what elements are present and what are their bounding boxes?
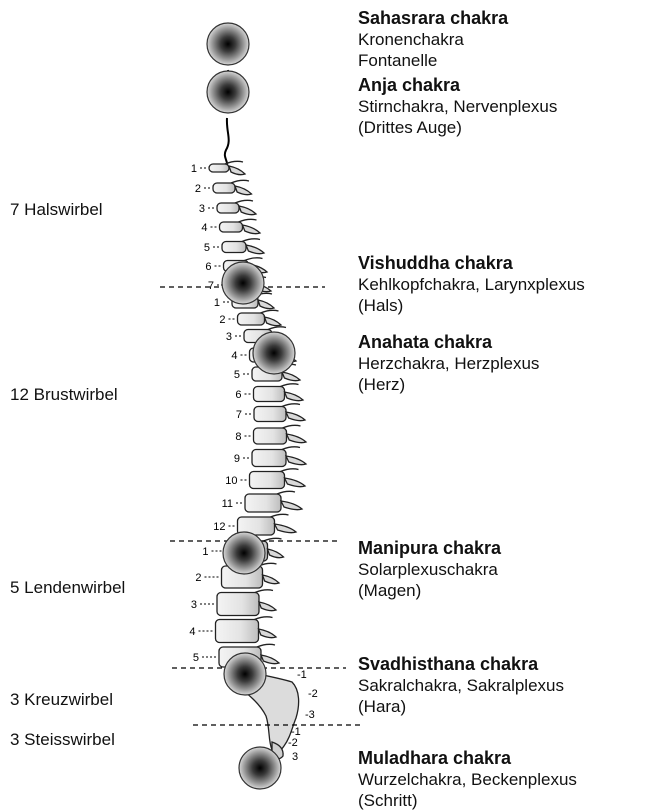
- thoracic-vertebra-number: 7: [236, 409, 242, 421]
- cervical-vertebra-number: 3: [199, 203, 205, 215]
- chakra-name: Svadhisthana chakra: [358, 654, 564, 675]
- chakra-name: Manipura chakra: [358, 538, 501, 559]
- muladhara-chakra-circle: [239, 747, 281, 789]
- coccygeal-vertebra-number: 3: [292, 751, 298, 763]
- thoracic-vertebra: [254, 404, 305, 422]
- thoracic-vertebra-number: 3: [226, 331, 232, 343]
- chakra-desc-line: (Hara): [358, 696, 564, 717]
- chakra-desc-line: (Hals): [358, 295, 585, 316]
- chakra-name: Anja chakra: [358, 75, 557, 96]
- cervical-vertebra: [222, 239, 264, 254]
- thoracic-vertebra-number: 8: [235, 431, 241, 443]
- anahata-chakra-label: Anahata chakra Herzchakra, Herzplexus (H…: [358, 332, 539, 395]
- thoracic-vertebra: [254, 425, 307, 444]
- cervical-vertebra-number: 1: [191, 163, 197, 175]
- thoracic-vertebra: [245, 491, 302, 512]
- lumbar-vertebra-number: 4: [189, 626, 195, 638]
- chakra-desc-line: Solarplexuschakra: [358, 559, 501, 580]
- svadhisthana-chakra-label: Svadhisthana chakra Sakralchakra, Sakral…: [358, 654, 564, 717]
- lumbar-vertebra-number: 5: [193, 652, 199, 664]
- chakra-desc-line: Stirnchakra, Nervenplexus: [358, 96, 557, 117]
- coccygeal-vertebra-number: -2: [288, 737, 298, 749]
- chakra-desc-line: (Drittes Auge): [358, 117, 557, 138]
- vishuddha-chakra-label: Vishuddha chakra Kehlkopfchakra, Larynxp…: [358, 253, 585, 316]
- chakra-desc-line: Wurzelchakra, Beckenplexus: [358, 769, 577, 790]
- chakra-desc-line: Herzchakra, Herzplexus: [358, 353, 539, 374]
- cervical-vertebra-number: 7: [208, 280, 214, 292]
- thoracic-vertebra-number: 12: [213, 521, 225, 533]
- lumbar-vertebra-number: 3: [191, 599, 197, 611]
- thoracic-vertebra-number: 4: [231, 350, 237, 362]
- thoracic-vertebra: [252, 447, 306, 467]
- cervical-vertebra: [213, 180, 252, 194]
- thoracic-vertebra-number: 6: [235, 389, 241, 401]
- thoracic-vertebra-number: 9: [234, 453, 240, 465]
- anja-chakra-label: Anja chakra Stirnchakra, Nervenplexus (D…: [358, 75, 557, 138]
- chakra-name: Vishuddha chakra: [358, 253, 585, 274]
- thoracic-vertebra: [238, 310, 282, 325]
- cervical-vertebra: [220, 219, 261, 233]
- sacral-vertebra-number: -2: [308, 688, 318, 700]
- svadhisthana-chakra-circle: [224, 653, 266, 695]
- chakra-desc-line: Kehlkopfchakra, Larynxplexus: [358, 274, 585, 295]
- lumbar-vertebra: [217, 590, 276, 616]
- thoracic-vertebra: [250, 469, 306, 489]
- cervical-vertebra-number: 6: [205, 261, 211, 273]
- chakra-desc-line: (Herz): [358, 374, 539, 395]
- thoracic-vertebra-number: 5: [234, 369, 240, 381]
- cervical-vertebra-number: 4: [201, 222, 207, 234]
- thoracic-vertebra-number: 2: [219, 314, 225, 326]
- chakra-desc-line: Kronenchakra: [358, 29, 508, 50]
- vishuddha-chakra-circle: [222, 262, 264, 304]
- region-coccygeal-label: 3 Steisswirbel: [10, 730, 115, 750]
- cervical-vertebra-number: 5: [204, 242, 210, 254]
- region-lumbar-label: 5 Lendenwirbel: [10, 578, 125, 598]
- muladhara-chakra-label: Muladhara chakra Wurzelchakra, Beckenple…: [358, 748, 577, 811]
- thoracic-vertebra-number: 10: [225, 475, 237, 487]
- region-sacral-label: 3 Kreuzwirbel: [10, 690, 113, 710]
- lumbar-vertebra-number: 2: [195, 572, 201, 584]
- chakra-desc-line: Fontanelle: [358, 50, 508, 71]
- region-cervical-label: 7 Halswirbel: [10, 200, 103, 220]
- lumbar-vertebra-number: 1: [202, 546, 208, 558]
- cervical-vertebra-number: 2: [195, 183, 201, 195]
- chakra-name: Sahasrara chakra: [358, 8, 508, 29]
- anahata-chakra-circle: [253, 332, 295, 374]
- cervical-vertebra: [209, 161, 245, 174]
- chakra-desc-line: (Schritt): [358, 790, 577, 811]
- sahasrara-chakra-circle: [207, 23, 249, 65]
- cervical-vertebra: [217, 200, 256, 214]
- manipura-chakra-circle: [223, 532, 265, 574]
- thoracic-vertebra-number: 1: [214, 297, 220, 309]
- chakra-name: Anahata chakra: [358, 332, 539, 353]
- anja-chakra-circle: [207, 71, 249, 113]
- region-thoracic-label: 12 Brustwirbel: [10, 385, 118, 405]
- thoracic-vertebra-number: 11: [222, 498, 233, 510]
- thoracic-vertebra: [254, 384, 304, 402]
- chakra-desc-line: Sakralchakra, Sakralplexus: [358, 675, 564, 696]
- sacral-vertebra-number: -1: [297, 669, 307, 681]
- chakra-desc-line: (Magen): [358, 580, 501, 601]
- sahasrara-chakra-label: Sahasrara chakra Kronenchakra Fontanelle: [358, 8, 508, 71]
- manipura-chakra-label: Manipura chakra Solarplexuschakra (Magen…: [358, 538, 501, 601]
- lumbar-vertebra: [216, 617, 277, 643]
- sacral-vertebra-number: -3: [305, 709, 315, 721]
- chakra-name: Muladhara chakra: [358, 748, 577, 769]
